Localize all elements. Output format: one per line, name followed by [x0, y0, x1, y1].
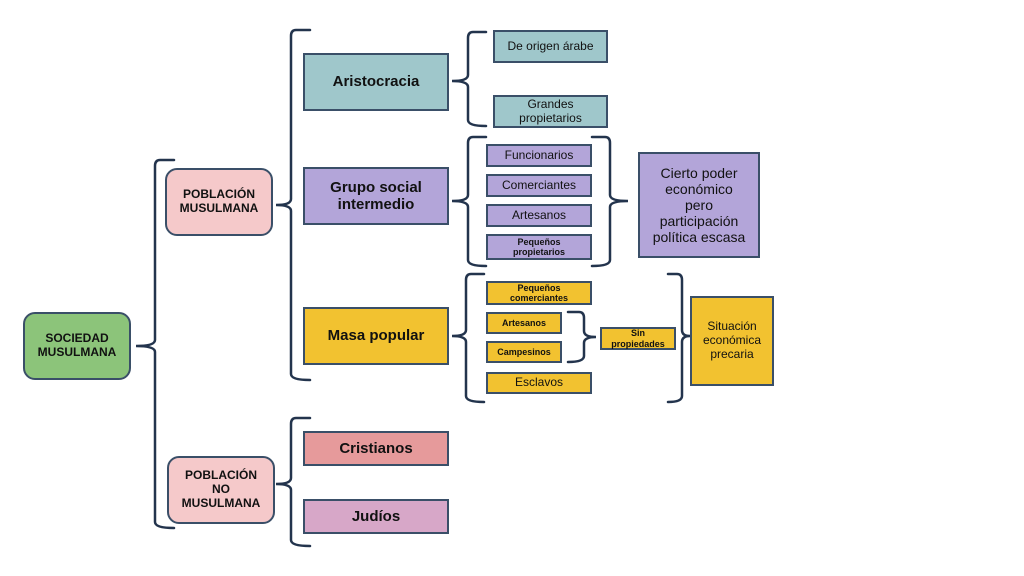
group-poblacion-no-musulmana: POBLACIÓN NO MUSULMANA — [167, 456, 275, 524]
item-comerciantes: Comerciantes — [486, 174, 592, 197]
group-poblacion-musulmana: POBLACIÓN MUSULMANA — [165, 168, 273, 236]
bracket-intermedio — [451, 135, 488, 268]
bracket-masa — [451, 272, 486, 404]
class-aristocracia: Aristocracia — [303, 53, 449, 111]
item-esclavos: Esclavos — [486, 372, 592, 394]
item-funcionarios: Funcionarios — [486, 144, 592, 167]
note-intermedio: Cierto poder económico pero participació… — [638, 152, 760, 258]
item-artesanos-masa: Artesanos — [486, 312, 562, 334]
class-grupo-intermedio: Grupo social intermedio — [303, 167, 449, 225]
class-masa-popular: Masa popular — [303, 307, 449, 365]
bracket-aristocracia — [451, 30, 488, 128]
note-sin-propiedades: Sin propiedades — [600, 327, 676, 350]
item-pequenos-propietarios: Pequeños propietarios — [486, 234, 592, 260]
note-masa: Situación económica precaria — [690, 296, 774, 386]
minority-judios: Judíos — [303, 499, 449, 534]
bracket-musulmana — [275, 28, 312, 382]
item-pequenos-comerciantes: Pequeños comerciantes — [486, 281, 592, 305]
bracket-masa-right — [666, 272, 691, 404]
item-artesanos: Artesanos — [486, 204, 592, 227]
bracket-sin-propiedades — [566, 310, 597, 364]
root-sociedad-musulmana: SOCIEDAD MUSULMANA — [23, 312, 131, 380]
item-de-origen-arabe: De origen árabe — [493, 30, 608, 63]
bracket-no-musulmana — [275, 416, 312, 548]
item-grandes-propietarios: Grandes propietarios — [493, 95, 608, 128]
item-campesinos: Campesinos — [486, 341, 562, 363]
minority-cristianos: Cristianos — [303, 431, 449, 466]
bracket-root — [135, 158, 176, 530]
bracket-intermedio-right — [590, 135, 629, 268]
